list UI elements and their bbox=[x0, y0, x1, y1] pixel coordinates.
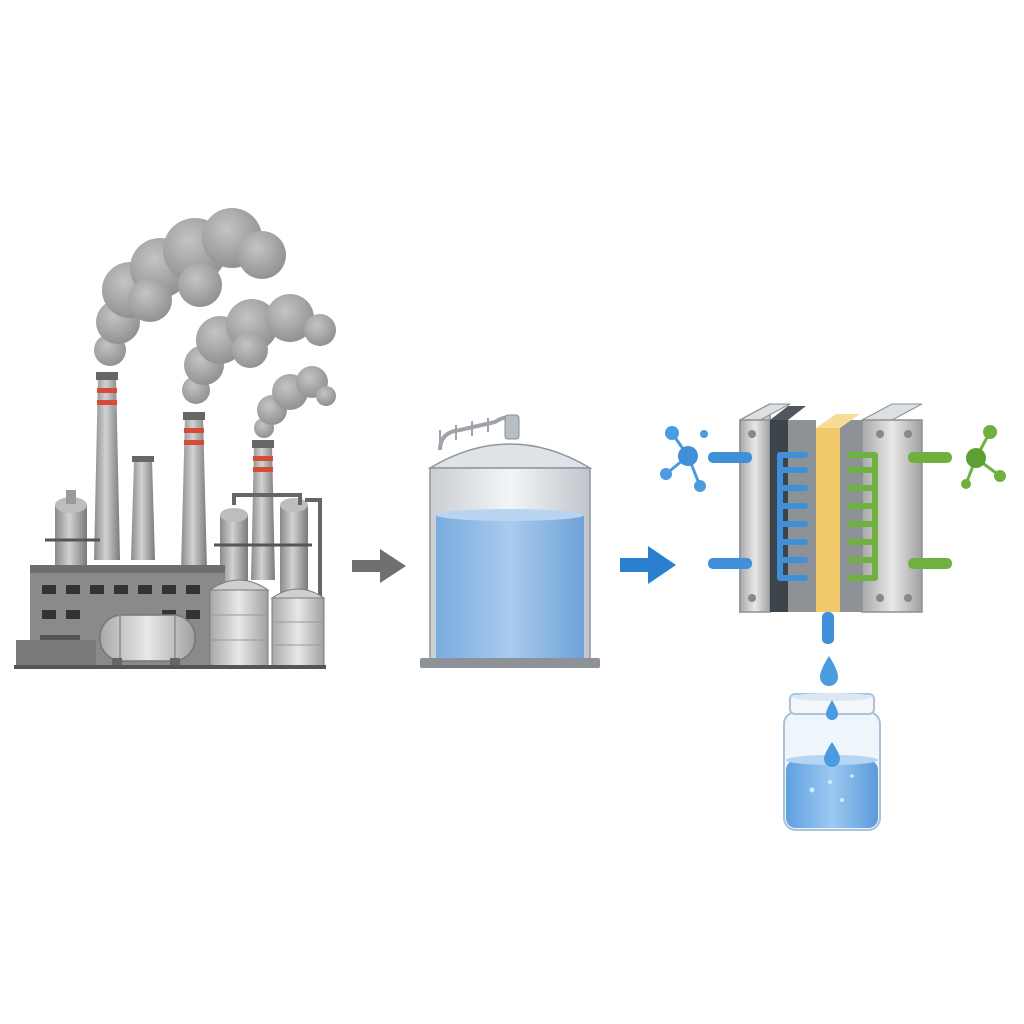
molecule-icon bbox=[660, 426, 708, 492]
arrow-right-icon bbox=[352, 549, 406, 583]
outlet-port-bottom-right bbox=[908, 558, 952, 569]
chimney-middle bbox=[181, 412, 207, 570]
smoke-plume-middle bbox=[182, 294, 336, 404]
chimney-right bbox=[251, 440, 275, 580]
process-tower-left bbox=[45, 490, 100, 575]
gray-plate bbox=[840, 420, 862, 612]
silo-left bbox=[208, 579, 270, 668]
chimney-thin bbox=[131, 456, 155, 560]
factory-icon bbox=[14, 208, 336, 669]
membrane-layer bbox=[816, 428, 840, 612]
process-tower-right bbox=[214, 493, 322, 600]
arrow-right-icon bbox=[620, 546, 676, 584]
horizontal-tank bbox=[99, 614, 196, 666]
inlet-port-top-left bbox=[708, 452, 752, 463]
storage-tank-icon bbox=[420, 414, 600, 668]
green-flow-channel bbox=[847, 452, 878, 581]
water-jar-icon bbox=[783, 693, 881, 831]
smoke-plume-right bbox=[254, 366, 336, 438]
outlet-port-top-right bbox=[908, 452, 952, 463]
drain-pipe bbox=[822, 612, 834, 644]
factory-ground bbox=[14, 665, 326, 669]
tank-water-level bbox=[436, 515, 584, 659]
electrolyzer-stack-icon bbox=[708, 402, 952, 644]
inlet-port-bottom-left bbox=[708, 558, 752, 569]
molecule-icon bbox=[961, 425, 1006, 489]
gray-plate bbox=[788, 420, 816, 612]
blue-flow-channel bbox=[777, 452, 808, 581]
water-drop-icon bbox=[820, 656, 838, 686]
silo-right bbox=[270, 588, 326, 668]
smoke-plume-left bbox=[94, 208, 286, 366]
chimney-left bbox=[94, 372, 120, 560]
